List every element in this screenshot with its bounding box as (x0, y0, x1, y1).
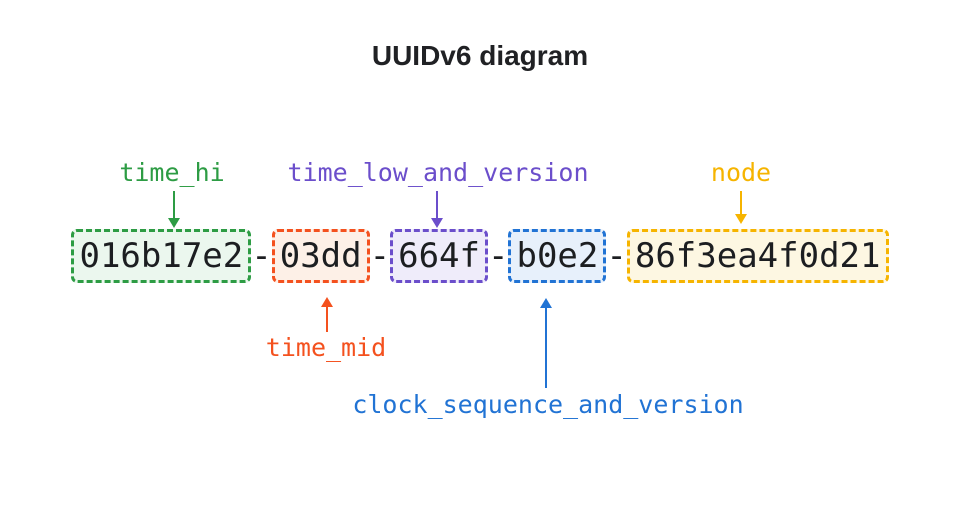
segment-time-hi: 016b17e2 (71, 229, 252, 283)
segment-clock-sequence-and-version: b0e2 (508, 229, 607, 283)
uuid-separator: - (369, 236, 391, 276)
uuid-separator: - (606, 236, 627, 276)
uuid-value-row: 016b17e2 - 03dd - 664f - b0e2 - 86f3ea4f… (0, 229, 960, 283)
label-time-mid: time_mid (265, 333, 387, 362)
label-node: node (710, 158, 772, 187)
uuid-separator: - (251, 236, 272, 276)
label-clock-sequence-and-version: clock_sequence_and_version (352, 390, 744, 419)
label-time-low-and-version: time_low_and_version (287, 158, 589, 187)
label-time-hi: time_hi (119, 158, 225, 187)
uuid-separator: - (488, 236, 509, 276)
segment-node: 86f3ea4f0d21 (626, 229, 889, 283)
segment-time-low-and-version: 664f (390, 229, 488, 283)
diagram-title: UUIDv6 diagram (371, 40, 589, 71)
segment-time-mid: 03dd (271, 229, 370, 283)
